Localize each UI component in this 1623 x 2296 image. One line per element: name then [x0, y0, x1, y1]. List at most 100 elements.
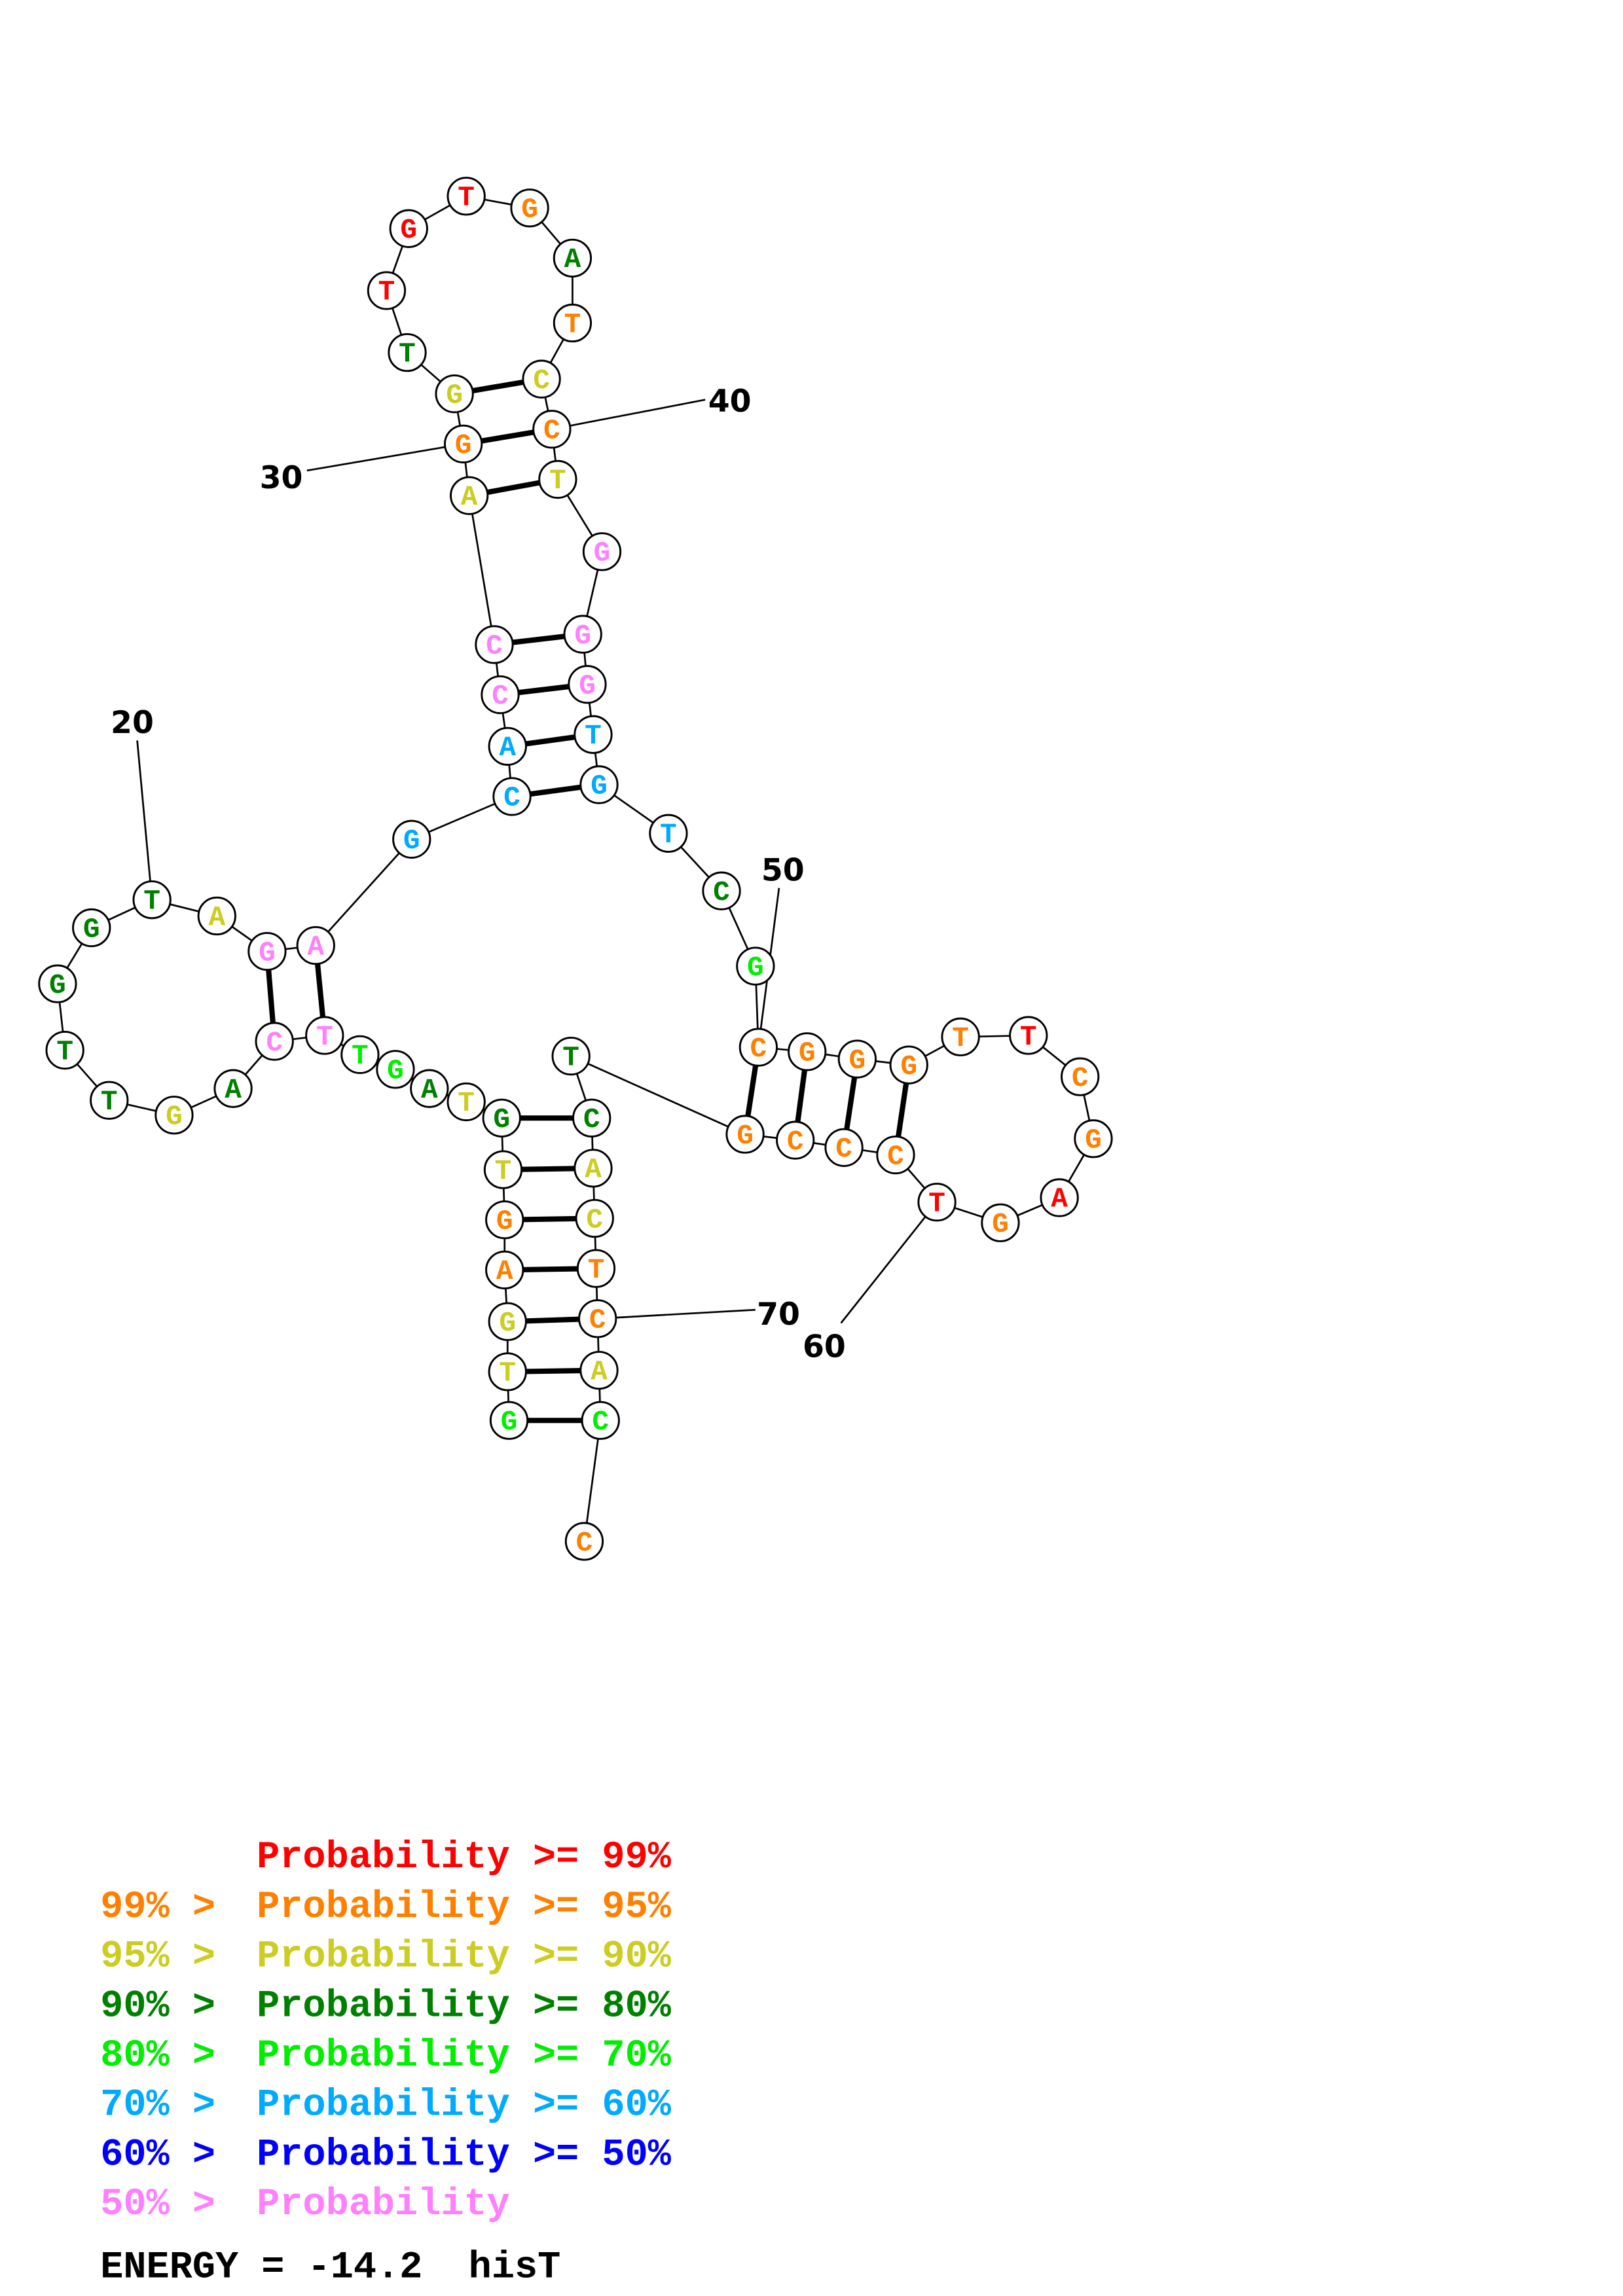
- position-label-leader: [306, 443, 464, 472]
- nucleotide: C: [522, 359, 561, 399]
- legend-threshold: 90% >: [100, 1984, 238, 2028]
- nucleotide: T: [917, 1183, 957, 1222]
- legend-threshold: 95% >: [100, 1935, 238, 1979]
- position-label-leader: [597, 1308, 756, 1320]
- nucleotide: T: [447, 1082, 486, 1122]
- nucleotide-circle: [197, 896, 236, 936]
- nucleotide-circle: [575, 1198, 614, 1238]
- position-label: 60: [803, 1329, 846, 1365]
- nucleotide-letter: G: [446, 379, 463, 411]
- nucleotide: A: [579, 1350, 619, 1390]
- nucleotide-letter: T: [352, 1040, 369, 1072]
- nucleotide-letter: T: [564, 308, 581, 340]
- nucleotide-letter: G: [403, 825, 420, 857]
- nucleotide-circle: [824, 1128, 864, 1167]
- nucleotide-circle: [435, 374, 474, 414]
- nucleotide-circle: [489, 1401, 529, 1440]
- nucleotide-circle: [485, 1200, 524, 1240]
- nucleotide-letter: G: [499, 1307, 516, 1339]
- nucleotide-letter: C: [1072, 1062, 1089, 1094]
- nucleotide-letter: T: [660, 819, 677, 851]
- nucleotide-circle: [788, 1032, 827, 1071]
- nucleotide-circle: [247, 931, 287, 971]
- nucleotide-circle: [450, 476, 489, 515]
- nucleotide: A: [488, 726, 527, 766]
- nucleotide-circle: [1061, 1057, 1100, 1096]
- legend-threshold: 70% >: [100, 2083, 238, 2127]
- nucleotide: G: [155, 1096, 194, 1135]
- nucleotide: C: [702, 871, 741, 910]
- nucleotide-letter: C: [713, 876, 730, 908]
- nucleotide: G: [788, 1032, 827, 1071]
- nucleotide: G: [247, 931, 287, 971]
- nucleotide-letter: A: [564, 243, 581, 276]
- nucleotide-letter: T: [588, 1254, 605, 1286]
- position-label: 70: [757, 1297, 800, 1333]
- nucleotide: G: [485, 1200, 524, 1240]
- nucleotide-letter: G: [1085, 1124, 1102, 1157]
- nucleotide: T: [649, 814, 688, 853]
- nucleotide: C: [824, 1128, 864, 1167]
- nucleotide-letter: T: [399, 338, 416, 370]
- nucleotide: T: [90, 1081, 129, 1120]
- nucleotide: G: [510, 188, 549, 228]
- nucleotide-circle: [492, 777, 532, 816]
- nucleotide: A: [485, 1250, 524, 1290]
- nucleotide: G: [981, 1203, 1020, 1242]
- nucleotide: T: [483, 1150, 523, 1189]
- nucleotide: G: [392, 819, 431, 859]
- nucleotide-letter: T: [585, 720, 602, 752]
- nucleotide-letter: G: [521, 194, 538, 226]
- nucleotide-circle: [155, 1096, 194, 1135]
- nucleotide-letter: T: [143, 885, 160, 917]
- nucleotide: T: [132, 880, 172, 920]
- nucleotide-letter: G: [579, 670, 596, 702]
- nucleotide-letter: C: [266, 1027, 283, 1059]
- nucleotide-circle: [941, 1017, 980, 1056]
- nucleotide-circle: [296, 925, 335, 965]
- nucleotide-circle: [553, 303, 593, 343]
- nucleotide-letter: A: [421, 1074, 438, 1106]
- nucleotide-circle: [579, 1350, 619, 1390]
- nucleotide: C: [481, 675, 520, 715]
- nucleotide-letter: G: [166, 1100, 183, 1132]
- nucleotide: T: [551, 1036, 591, 1076]
- nucleotide-circle: [488, 1302, 527, 1341]
- nucleotide-circle: [447, 177, 486, 216]
- nucleotide-letter: T: [101, 1086, 118, 1118]
- nucleotide-circle: [45, 1030, 84, 1070]
- nucleotide-circle: [447, 1082, 486, 1122]
- legend-threshold: 60% >: [100, 2132, 238, 2176]
- nucleotide-circle: [532, 410, 572, 449]
- nucleotide-letter: C: [583, 1103, 600, 1136]
- nucleotide-circle: [776, 1121, 815, 1160]
- position-label-leader: [136, 740, 153, 900]
- nucleotide-circle: [90, 1081, 129, 1120]
- nucleotide-circle: [702, 871, 741, 910]
- nucleotide: G: [837, 1039, 877, 1079]
- nucleotide-circle: [837, 1039, 877, 1079]
- nucleotide-circle: [578, 1299, 617, 1338]
- nucleotide: G: [435, 374, 474, 414]
- nucleotide: A: [553, 238, 593, 278]
- nucleotide: G: [889, 1045, 928, 1085]
- nucleotide-circle: [483, 1150, 523, 1189]
- nucleotide: C: [575, 1198, 614, 1238]
- nucleotide-circle: [876, 1135, 915, 1175]
- nucleotide-circle: [132, 880, 172, 920]
- nucleotide: G: [376, 1050, 415, 1089]
- backbone-lines: [56, 195, 1095, 1542]
- nucleotide-letter: C: [592, 1406, 609, 1438]
- nucleotide-letter: T: [549, 465, 566, 497]
- nucleotide-letter: G: [849, 1045, 866, 1077]
- nucleotide: T: [340, 1035, 380, 1074]
- nucleotide-letter: G: [455, 429, 472, 461]
- nucleotide: C: [492, 777, 532, 816]
- nucleotide-letter: G: [493, 1103, 510, 1136]
- nucleotide-circle: [563, 615, 602, 654]
- nucleotide-circle: [475, 625, 514, 664]
- nucleotide-circle: [485, 1250, 524, 1290]
- nucleotide-letter: G: [992, 1208, 1009, 1240]
